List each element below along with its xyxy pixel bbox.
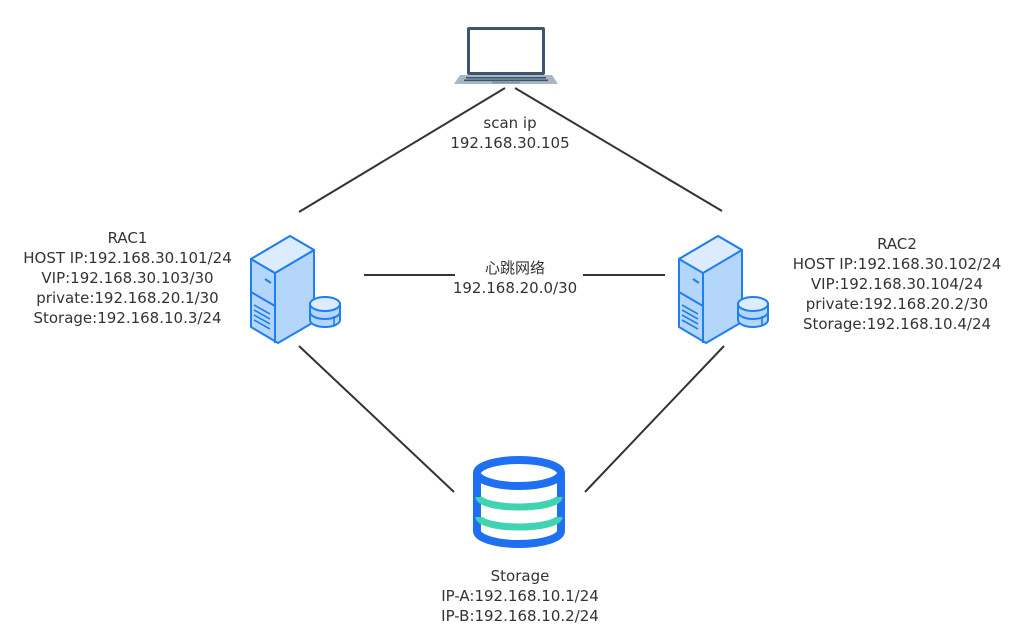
rac2-host-ip: HOST IP:192.168.30.102/24 — [792, 255, 1002, 273]
rac1-vip: VIP:192.168.30.103/30 — [41, 269, 214, 287]
rac2-vip: VIP:192.168.30.104/24 — [810, 275, 984, 293]
rac1-storage-ip: Storage:192.168.10.3/24 — [33, 309, 222, 327]
storage-label: Storage IP-A:192.168.10.1/24 IP-B:192.16… — [430, 566, 610, 626]
storage-ip-a: IP-A:192.168.10.1/24 — [441, 587, 599, 605]
scan-ip-title: scan ip — [483, 114, 537, 132]
heartbeat-label: 心跳网络 192.168.20.0/30 — [430, 258, 600, 298]
scan-ip-address: 192.168.30.105 — [450, 134, 570, 152]
rac2-private-ip: private:192.168.20.2/30 — [805, 295, 989, 313]
edge-client-rac2 — [514, 87, 723, 212]
scan-ip-label: scan ip 192.168.30.105 — [430, 113, 590, 153]
rac1-name: RAC1 — [107, 229, 148, 247]
rac2-label: RAC2 HOST IP:192.168.30.102/24 VIP:192.1… — [770, 234, 1024, 334]
heartbeat-title: 心跳网络 — [484, 259, 545, 277]
rac2-server-icon — [678, 235, 769, 344]
rac2-storage-ip: Storage:192.168.10.4/24 — [802, 315, 992, 333]
edge-rac1-storage — [298, 345, 455, 493]
rac1-db-icon — [309, 296, 341, 328]
rac2-name: RAC2 — [877, 235, 917, 253]
rac1-private-ip: private:192.168.20.1/30 — [36, 289, 219, 307]
rac1-host-ip: HOST IP:192.168.30.101/24 — [23, 249, 232, 267]
rac2-db-icon — [737, 296, 769, 328]
storage-name: Storage — [490, 567, 550, 585]
storage-ip-b: IP-B:192.168.10.2/24 — [441, 607, 599, 625]
storage-database-icon — [473, 456, 565, 548]
rac1-label: RAC1 HOST IP:192.168.30.101/24 VIP:192.1… — [0, 228, 255, 328]
laptop-icon — [454, 27, 558, 84]
rac1-server-icon — [250, 235, 341, 344]
heartbeat-subnet: 192.168.20.0/30 — [452, 279, 578, 297]
edge-rac2-storage — [584, 345, 725, 493]
edge-client-rac1 — [298, 87, 506, 213]
